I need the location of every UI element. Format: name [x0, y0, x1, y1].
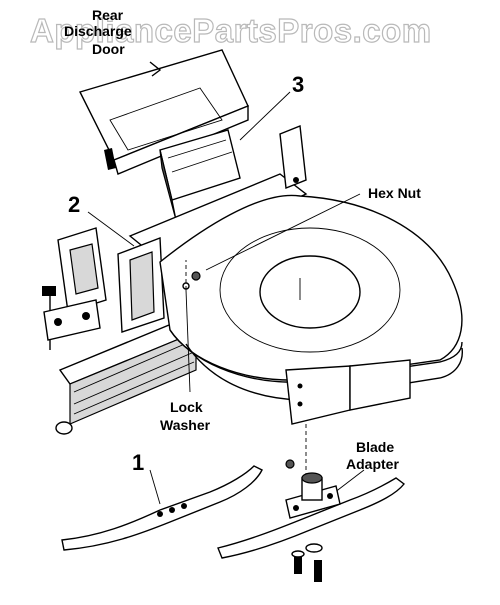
label-rear-discharge-door-1: Rear: [92, 7, 124, 23]
rear-bracket: [42, 227, 107, 350]
blade-assembly: [217, 459, 405, 582]
label-rear-discharge-door-2: Discharge: [64, 23, 132, 39]
rear-rail: [55, 317, 198, 435]
callout-number-2: 2: [68, 192, 80, 217]
mower-deck: [117, 125, 463, 425]
callout-number-3: 3: [292, 72, 304, 97]
callout-number-1: 1: [132, 450, 144, 475]
rear-discharge-door: [79, 49, 249, 175]
part-labels: Rear Discharge Door Hex Nut Lock Washer …: [64, 7, 421, 475]
label-blade-adapter-1: Blade: [356, 439, 394, 455]
deflector-flap: [159, 129, 241, 221]
blade-1: [61, 465, 263, 551]
label-hex-nut: Hex Nut: [368, 185, 421, 201]
watermark-text: AppliancePartsPros.com: [30, 12, 432, 49]
label-lock-washer-1: Lock: [170, 399, 203, 415]
label-lock-washer-2: Washer: [160, 417, 211, 433]
label-blade-adapter-2: Adapter: [346, 456, 399, 472]
label-rear-discharge-door-3: Door: [92, 41, 125, 57]
